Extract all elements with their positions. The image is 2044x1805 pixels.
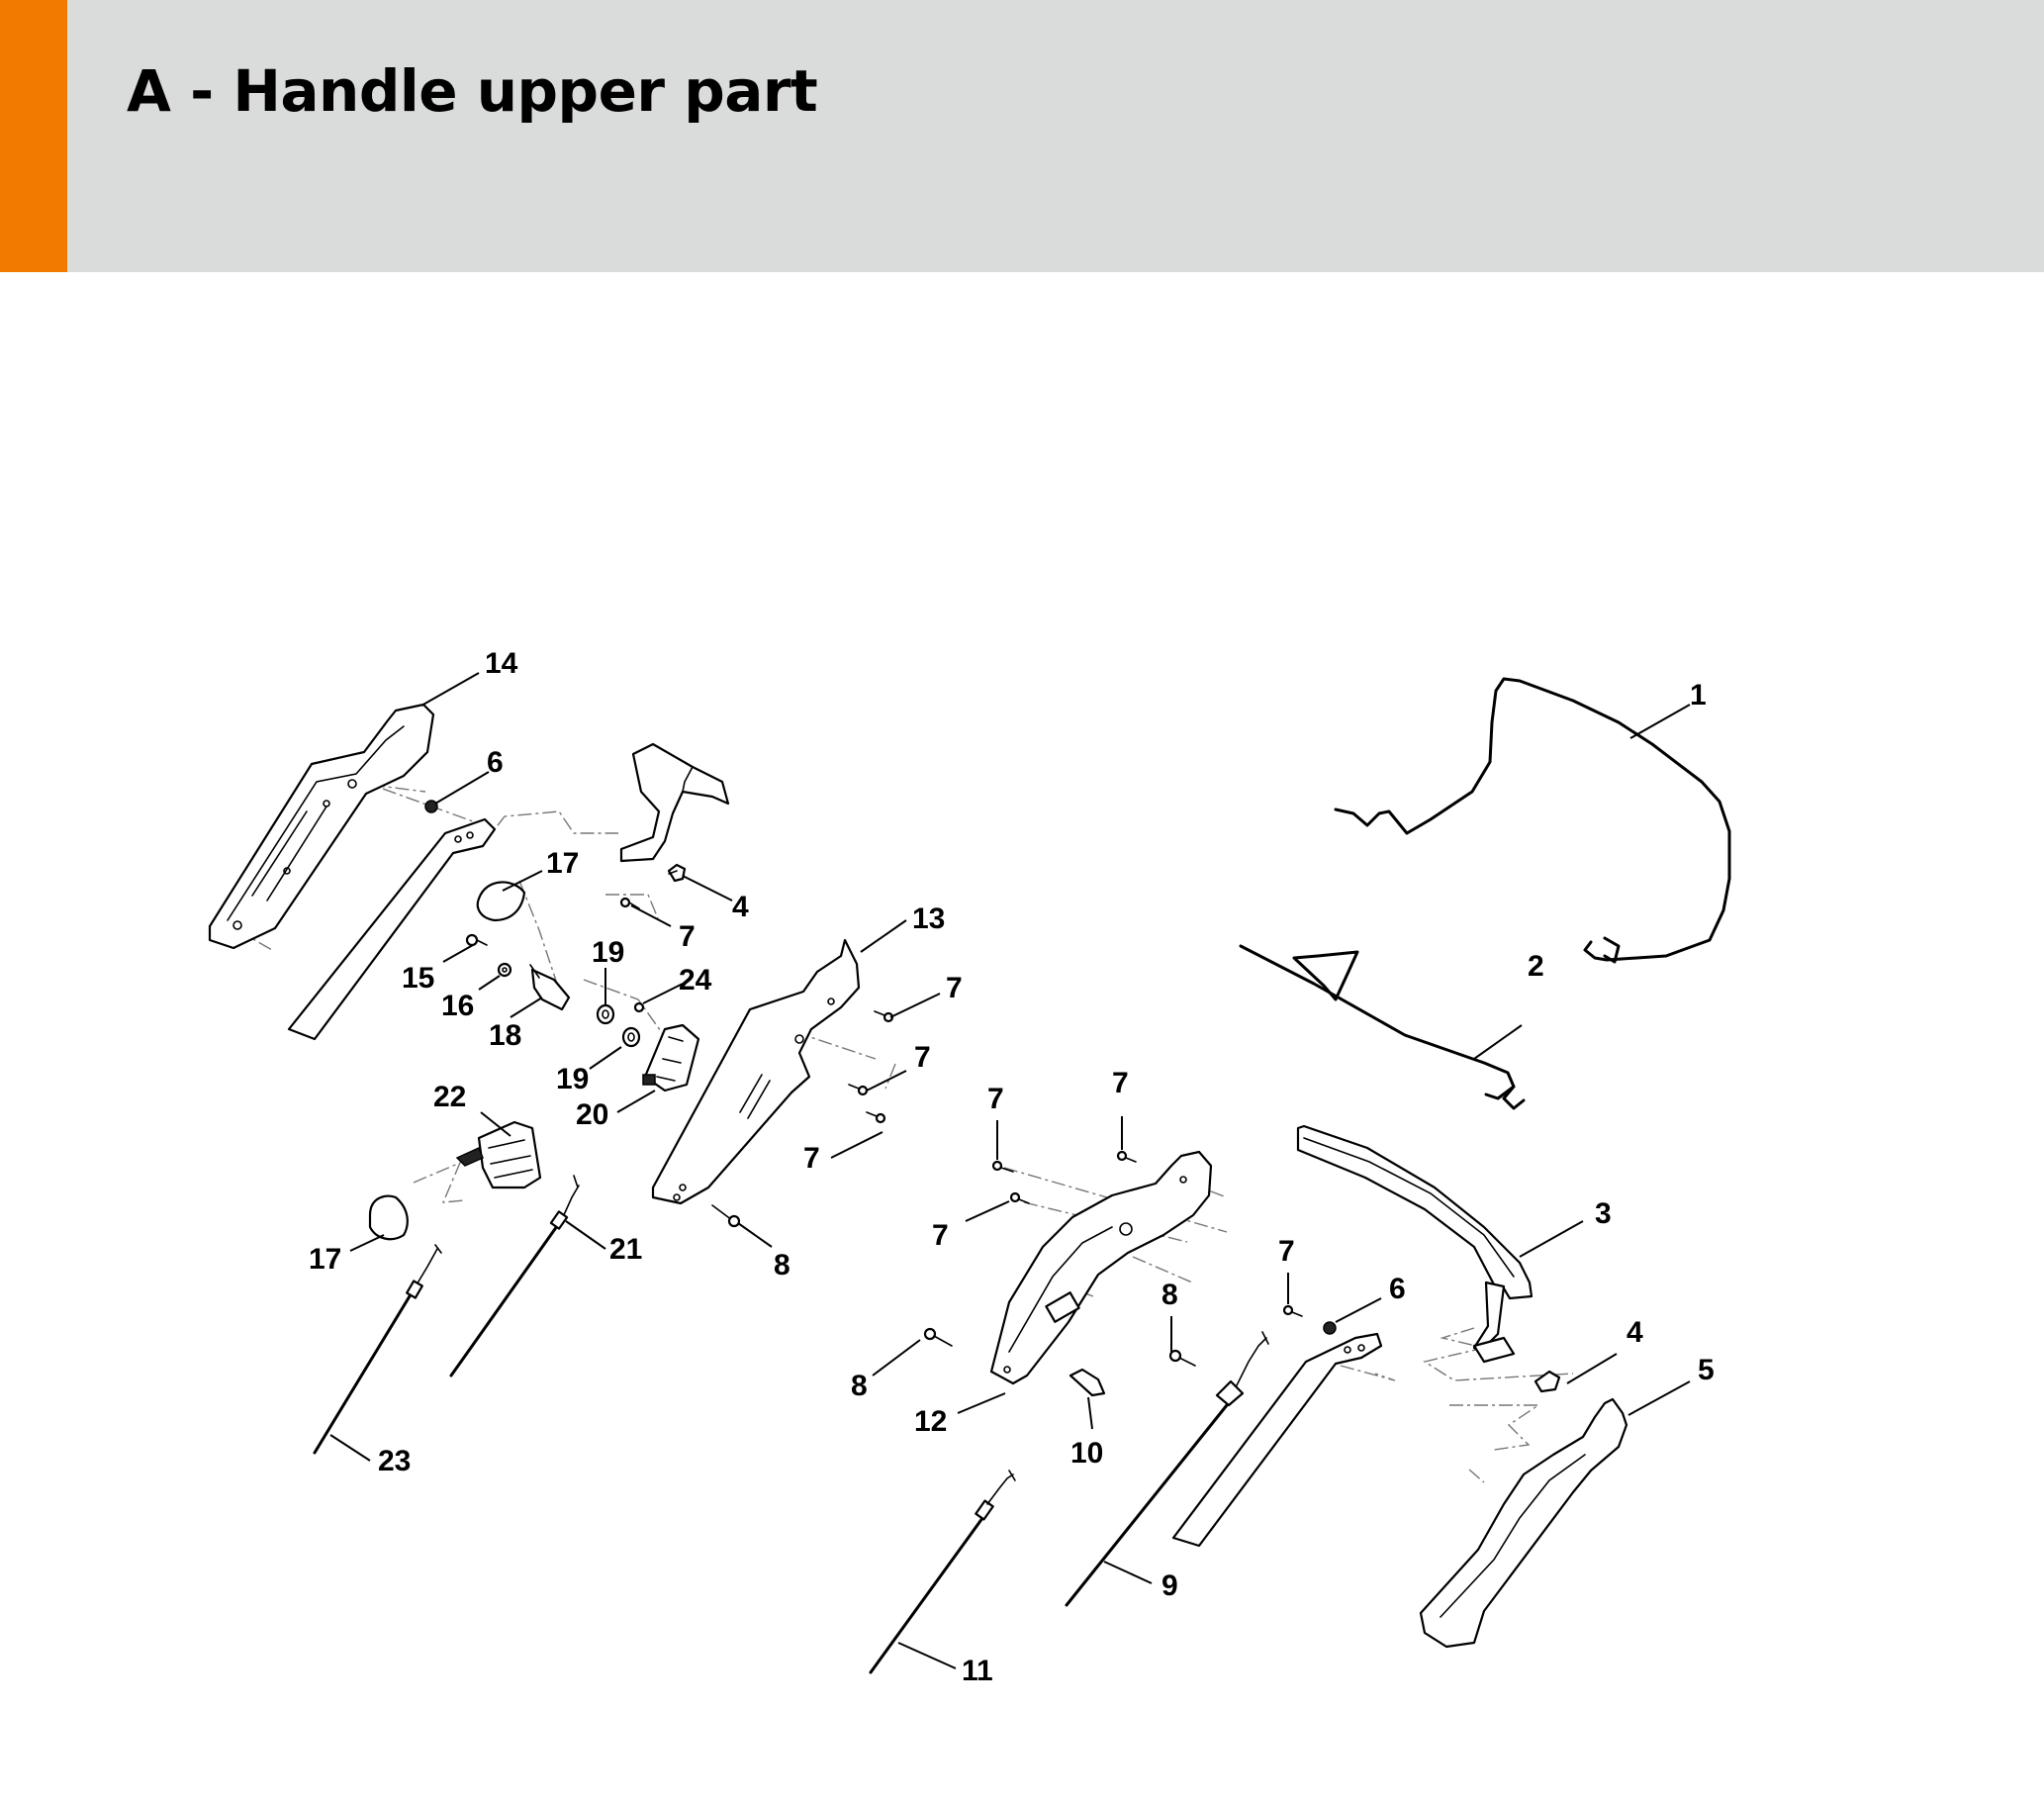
- callout-5: 5: [1698, 1354, 1715, 1386]
- bail-bracket-left: [619, 742, 730, 863]
- part-18-switch: [529, 964, 571, 1011]
- part-6-nut: [424, 800, 438, 813]
- callout-9: 9: [1161, 1569, 1178, 1602]
- assembly-guide-lines: [236, 771, 1574, 1483]
- orange-accent-bar: [0, 0, 67, 272]
- part-4-bolt: [667, 863, 687, 883]
- part-13-cover-panel: [651, 938, 861, 1205]
- part-19-washer-upper: [596, 1003, 615, 1025]
- callout-14: 14: [485, 647, 518, 680]
- callout-7: 7: [987, 1083, 1004, 1115]
- handle-tube-right: [1171, 1332, 1383, 1548]
- part-7-screw: [619, 897, 640, 909]
- callout-13: 13: [912, 902, 945, 935]
- part-2-link-rod: [1239, 944, 1526, 1110]
- callout-21: 21: [609, 1233, 642, 1266]
- part-24-screw: [633, 1001, 645, 1013]
- callout-leader-lines: [329, 672, 1691, 1669]
- callout-8: 8: [774, 1249, 790, 1282]
- callout-8: 8: [1161, 1279, 1178, 1311]
- part-19-washer-lower: [621, 1026, 641, 1048]
- callout-7: 7: [803, 1142, 820, 1175]
- callout-7: 7: [932, 1219, 949, 1252]
- callout-12: 12: [914, 1405, 947, 1438]
- part-8-screw: [923, 1327, 953, 1347]
- part-7-screw: [874, 1010, 894, 1023]
- part-8-screw: [1168, 1349, 1196, 1367]
- callout-4: 4: [732, 891, 749, 923]
- part-6-nut: [1323, 1321, 1337, 1335]
- callout-7: 7: [914, 1041, 931, 1074]
- part-7-screw: [848, 1084, 869, 1096]
- callout-17: 17: [309, 1243, 341, 1276]
- part-7-screw: [1116, 1150, 1137, 1163]
- header-band: A - Handle upper part: [0, 0, 2044, 272]
- callout-22: 22: [433, 1081, 466, 1113]
- part-7-screw: [1282, 1304, 1303, 1317]
- callout-6: 6: [487, 746, 504, 779]
- part-14-handle-cover: [208, 703, 435, 950]
- callout-20: 20: [576, 1098, 608, 1131]
- callout-labels: 14 6 17 4 7 15 16 18 19 24 19 20 13 7 7 …: [309, 647, 1715, 1687]
- callout-19: 19: [556, 1063, 589, 1095]
- part-3-handle-grip: [1296, 1124, 1533, 1364]
- callout-16: 16: [441, 990, 474, 1022]
- part-1-bail-wire: [1334, 677, 1731, 964]
- callout-6: 6: [1389, 1273, 1406, 1305]
- callout-2: 2: [1528, 950, 1544, 983]
- callout-15: 15: [402, 962, 434, 995]
- callout-7: 7: [1112, 1067, 1129, 1099]
- callout-19: 19: [592, 936, 624, 969]
- part-8-screw: [711, 1204, 741, 1228]
- callout-18: 18: [489, 1019, 521, 1052]
- part-4-bolt: [1533, 1370, 1561, 1393]
- part-17-button-cap: [476, 881, 526, 922]
- part-21-cable: [449, 1175, 580, 1378]
- page-title: A - Handle upper part: [127, 57, 818, 125]
- callout-10: 10: [1070, 1437, 1103, 1470]
- handle-tube-left: [287, 817, 497, 1041]
- part-23-cable: [313, 1244, 442, 1455]
- part-10-cable-clip: [1068, 1368, 1106, 1397]
- part-20-switch-housing: [642, 1023, 700, 1092]
- part-7-screw: [1009, 1191, 1030, 1204]
- callout-24: 24: [679, 964, 712, 997]
- part-15-screw: [465, 933, 488, 947]
- part-11-cable: [869, 1470, 1016, 1674]
- part-16-washer: [497, 962, 512, 978]
- part-5-lower-cover: [1419, 1397, 1628, 1649]
- callout-11: 11: [962, 1655, 993, 1687]
- part-7-screw: [991, 1160, 1014, 1173]
- callout-7: 7: [946, 972, 963, 1004]
- callout-8: 8: [851, 1370, 868, 1402]
- callout-7: 7: [1278, 1235, 1295, 1268]
- callout-4: 4: [1626, 1316, 1643, 1349]
- part-7-screw: [866, 1111, 886, 1124]
- callout-17: 17: [546, 847, 579, 880]
- part-22-lever-housing: [455, 1120, 542, 1189]
- callout-23: 23: [378, 1445, 411, 1477]
- callout-7: 7: [679, 920, 696, 953]
- callout-3: 3: [1595, 1197, 1612, 1230]
- part-9-cable: [1065, 1331, 1269, 1607]
- part-17-button-cap-lower: [368, 1194, 409, 1241]
- part-12-right-cover: [989, 1150, 1213, 1385]
- callout-1: 1: [1690, 679, 1707, 712]
